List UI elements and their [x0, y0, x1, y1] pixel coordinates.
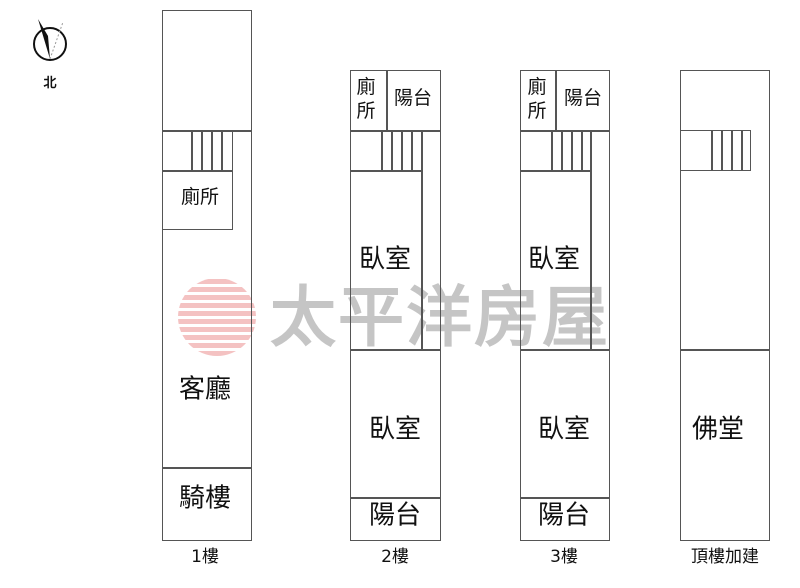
room-toilet: 廁所: [180, 186, 220, 209]
room-bedroom: 臥室: [537, 414, 591, 445]
watermark: 太平洋房屋: [270, 278, 610, 356]
floor-caption: 3樓: [550, 547, 578, 568]
room-toilet: 所: [527, 100, 547, 123]
compass-icon: [26, 16, 76, 76]
room-arcade: 騎樓: [178, 483, 232, 514]
watermark-logo: [178, 278, 256, 356]
room-living: 客廳: [178, 374, 232, 405]
compass-north-label: 北: [43, 76, 57, 92]
floor-caption: 頂樓加建: [691, 547, 759, 568]
room-balcony: 陽台: [537, 500, 591, 531]
room-toilet: 所: [356, 100, 376, 123]
room-shrine: 佛堂: [691, 414, 745, 445]
room-balcony: 陽台: [563, 87, 603, 110]
room-balcony: 陽台: [368, 500, 422, 531]
room-bedroom: 臥室: [527, 244, 581, 275]
room-toilet: 廁: [356, 76, 376, 99]
room-toilet: 廁: [527, 76, 547, 99]
floor-caption: 2樓: [381, 547, 409, 568]
floor-caption: 1樓: [191, 547, 219, 568]
room-balcony: 陽台: [393, 87, 433, 110]
room-bedroom: 臥室: [358, 244, 412, 275]
room-bedroom: 臥室: [368, 414, 422, 445]
